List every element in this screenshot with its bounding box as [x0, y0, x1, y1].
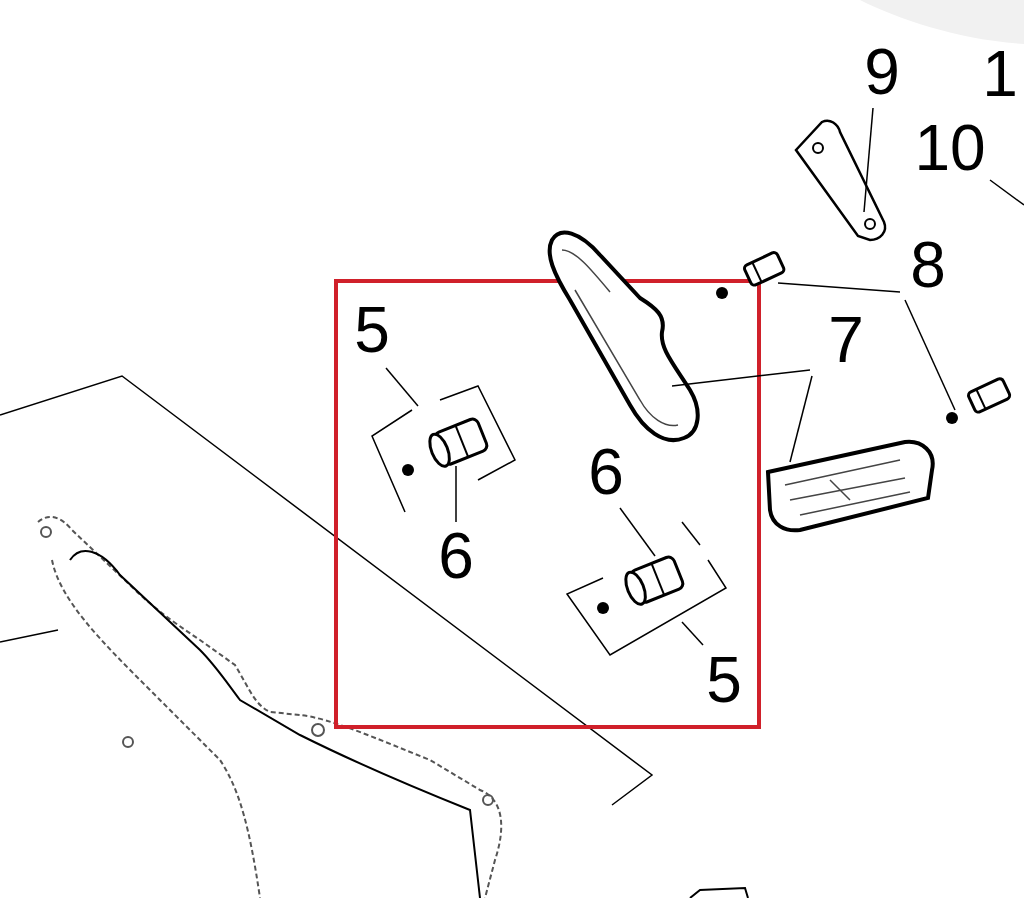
leader-line — [620, 508, 655, 556]
leader-line — [386, 368, 418, 406]
callout-number: 6 — [438, 524, 474, 588]
callout-number: 6 — [588, 440, 624, 504]
kit-box — [372, 410, 412, 512]
bulb-dot — [716, 287, 728, 299]
bulb-detail — [752, 262, 761, 282]
leader-lines — [386, 108, 1024, 645]
leader-line — [790, 376, 812, 462]
nut — [402, 464, 414, 476]
callout-number: 7 — [828, 308, 864, 372]
mounting-bracket — [796, 121, 885, 240]
bracket-hole — [813, 143, 823, 153]
callout-number: 5 — [706, 648, 742, 712]
callout-number: 5 — [354, 298, 390, 362]
callout-number: 10 — [914, 116, 985, 180]
callout-number: 9 — [864, 40, 900, 104]
bulb — [967, 377, 1011, 413]
bulb-body — [743, 251, 785, 286]
bracket-part — [38, 517, 501, 898]
turn-signal-lens — [550, 233, 698, 441]
part-edge — [690, 888, 748, 898]
bolt-detail — [455, 425, 468, 457]
nut — [597, 602, 609, 614]
leader-line — [778, 283, 900, 292]
background-shade — [860, 0, 1024, 44]
leader-line — [990, 180, 1024, 205]
bolt-head — [622, 569, 650, 607]
leader-line — [682, 622, 703, 645]
bulb-detail — [976, 389, 985, 409]
leader-line — [0, 630, 58, 642]
bolt — [622, 555, 685, 607]
bracket-part — [52, 560, 260, 898]
bracket-hole — [41, 527, 51, 537]
assembly-outline — [0, 376, 652, 805]
bracket-hole — [483, 795, 493, 805]
leader-line — [455, 466, 457, 522]
bolt-head — [426, 431, 454, 469]
callout-number: 8 — [910, 233, 946, 297]
lens-detail — [562, 250, 678, 426]
leader-line — [672, 370, 810, 386]
highlight-box — [336, 281, 759, 727]
bulb — [743, 251, 785, 286]
bolt — [426, 417, 489, 469]
leader-line — [864, 108, 873, 212]
bracket-hole — [123, 737, 133, 747]
turn-signal-lens — [768, 442, 933, 531]
bracket-part — [70, 551, 480, 898]
bracket-hole — [865, 219, 875, 229]
bulb-body — [967, 377, 1011, 413]
kit-box — [682, 522, 700, 545]
lens-detail — [785, 460, 910, 515]
bolt-detail — [651, 563, 664, 595]
callout-number: 1 — [982, 42, 1018, 106]
bracket-hole — [312, 724, 324, 736]
leader-line — [905, 300, 955, 410]
bulb-dot — [946, 412, 958, 424]
